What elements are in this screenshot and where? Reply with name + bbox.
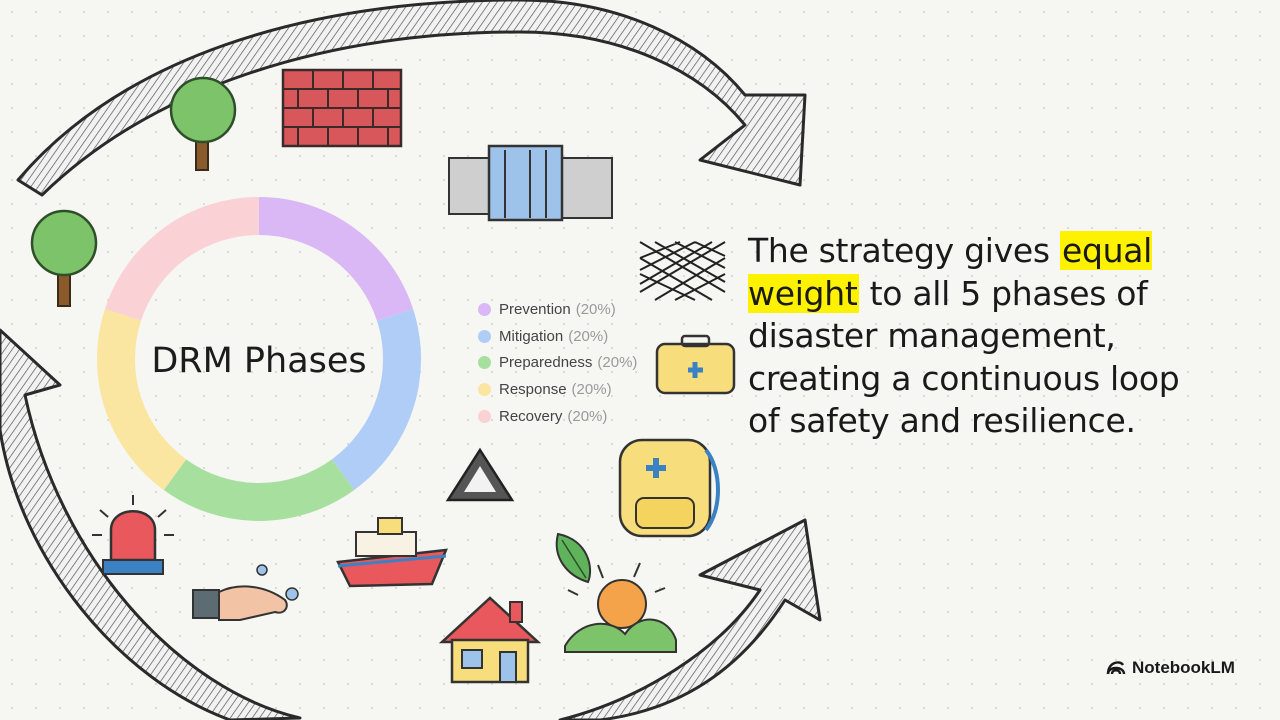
legend-swatch <box>478 302 491 316</box>
net-icon <box>639 241 726 301</box>
cycle-arrow-bottom-right <box>558 518 822 720</box>
notebooklm-brand: NotebookLM <box>1106 658 1235 678</box>
legend-swatch <box>478 356 491 370</box>
boat-icon <box>336 517 448 588</box>
warning-sign-icon <box>445 447 515 502</box>
chart-title: DRM Phases <box>151 341 366 381</box>
legend-item-prevention: Prevention(20%) <box>478 296 637 323</box>
cycle-arrow-icon <box>0 0 822 720</box>
donut-chart <box>97 197 421 521</box>
legend-label: Recovery <box>499 408 563 426</box>
tree-icon <box>169 76 237 171</box>
legend-label: Prevention <box>499 300 571 318</box>
tree-crown <box>30 209 98 277</box>
dam-icon <box>448 144 613 222</box>
legend-percent: (20%) <box>568 327 609 345</box>
legend-item-response: Response(20%) <box>478 376 637 403</box>
legend-item-preparedness: Preparedness(20%) <box>478 350 637 377</box>
first-aid-kit-icon <box>655 334 736 395</box>
legend-percent: (20%) <box>571 381 612 399</box>
donut-slice-response <box>97 308 187 491</box>
sunrise-icon <box>564 562 677 653</box>
legend-label: Mitigation <box>499 327 564 345</box>
tree-crown <box>169 76 237 144</box>
legend-swatch <box>478 383 491 397</box>
legend-percent: (20%) <box>575 300 616 318</box>
leaf-icon <box>555 532 592 584</box>
brick-wall-icon <box>281 68 403 148</box>
statement-text: The strategy gives equal weight to all 5… <box>748 230 1218 443</box>
legend-percent: (20%) <box>567 408 608 426</box>
statement-before: The strategy gives <box>748 231 1060 270</box>
hand-icon <box>192 564 299 621</box>
tree-icon <box>30 209 98 307</box>
legend-swatch <box>478 329 491 343</box>
donut-slice-mitigation <box>331 308 421 491</box>
legend-item-recovery: Recovery(20%) <box>478 403 637 430</box>
legend-label: Response <box>499 381 567 399</box>
legend-label: Preparedness <box>499 354 593 372</box>
cycle-arrow-bottom <box>0 328 302 720</box>
donut-slice-prevention <box>258 197 414 322</box>
house-icon <box>438 596 542 684</box>
siren-icon <box>92 495 174 575</box>
notebooklm-logo-icon <box>1106 661 1126 675</box>
backpack-icon <box>618 438 720 538</box>
chart-legend: Prevention(20%)Mitigation(20%)Preparedne… <box>478 296 637 430</box>
donut-slice-recovery <box>104 197 260 322</box>
legend-item-mitigation: Mitigation(20%) <box>478 323 637 350</box>
legend-percent: (20%) <box>597 354 638 372</box>
legend-swatch <box>478 410 491 424</box>
donut-slice-preparedness <box>163 459 355 521</box>
statement-after: to all 5 phases of disaster management, … <box>748 273 1180 441</box>
brand-name: NotebookLM <box>1132 658 1235 677</box>
cycle-arrow-top <box>16 0 807 197</box>
